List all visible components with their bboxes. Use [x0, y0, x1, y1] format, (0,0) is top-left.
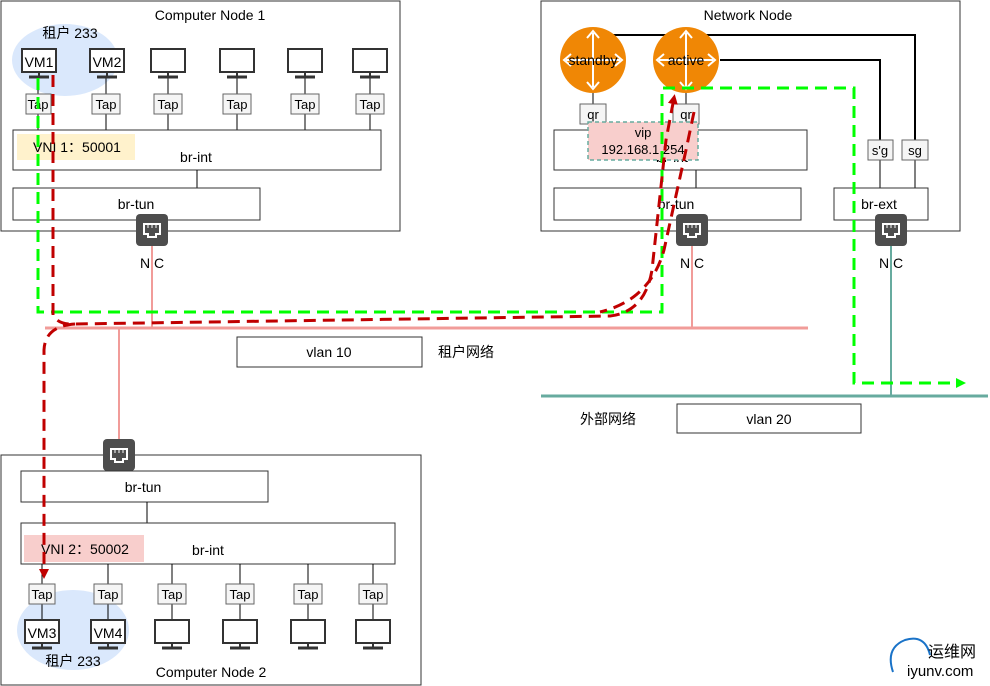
network-br-tun-label: br-tun — [658, 196, 695, 212]
node1-tenant-label: 租户 233 — [42, 25, 97, 41]
router-active-label: active — [668, 52, 705, 68]
vip-label: vip — [635, 125, 652, 140]
vip-box[interactable] — [587, 121, 699, 161]
vm-monitor-icon[interactable] — [149, 47, 187, 79]
tap-label: Tap — [298, 587, 319, 602]
vm2-label: VM2 — [93, 54, 122, 70]
network-node: Network Node standby active qr — [540, 0, 961, 271]
vm-monitor-icon[interactable] — [354, 618, 392, 650]
computer-node-1: Computer Node 1 租户 233 VM1 VM2 Tap Tap T… — [0, 0, 401, 271]
east-west-traffic-path-to-vm3 — [39, 322, 76, 579]
tap-label: Tap — [96, 97, 117, 112]
tap-label: Tap — [227, 97, 248, 112]
vm1-label: VM1 — [25, 54, 54, 70]
sg-label: sg — [908, 143, 922, 158]
router-standby-label: standby — [568, 52, 617, 68]
external-vlan-box[interactable] — [676, 403, 862, 434]
network-node-title: Network Node — [704, 7, 793, 23]
node2-title: Computer Node 2 — [156, 664, 267, 680]
vm3-label: VM3 — [28, 625, 57, 641]
external-traffic-path — [36, 78, 966, 388]
node1-br-int-label: br-int — [180, 149, 212, 165]
vm-monitor-icon[interactable] — [286, 47, 324, 79]
tenant-network-label: 租户网络 — [438, 344, 494, 360]
tenant-vlan-box[interactable] — [236, 336, 423, 368]
vm4-label: VM4 — [94, 625, 123, 641]
external-network-label: 外部网络 — [580, 411, 636, 427]
computer-node-2: Computer Node 2 br-tun VNI 2：50002 br-in… — [0, 438, 422, 686]
tap-label: Tap — [363, 587, 384, 602]
watermark-en: iyunv.com — [907, 663, 973, 680]
tap-label: Tap — [158, 97, 179, 112]
vm-monitor-icon[interactable] — [221, 618, 259, 650]
tap-label: Tap — [360, 97, 381, 112]
node1-br-tun-label: br-tun — [118, 196, 155, 212]
node2-br-tun-label: br-tun — [125, 479, 162, 495]
sg-port-2 — [901, 139, 929, 161]
tap-label: Tap — [162, 587, 183, 602]
node2-br-tun[interactable] — [20, 470, 269, 503]
vm-monitor-icon[interactable] — [153, 618, 191, 650]
watermark: 运维网 iyunv.com — [889, 637, 976, 680]
vni2-label: VNI 2：50002 — [41, 541, 129, 557]
node1-taps: Tap Tap Tap Tap Tap Tap — [25, 93, 385, 115]
tap-label: Tap — [32, 587, 53, 602]
node1-title: Computer Node 1 — [155, 7, 266, 23]
vm-monitor-icon[interactable] — [218, 47, 256, 79]
qr-label: qr — [680, 107, 692, 122]
vip-address: 192.168.1.254 — [601, 142, 684, 157]
external-network: vlan 20 外部网络 — [541, 246, 988, 434]
node2-tenant-label: 租户 233 — [45, 653, 100, 669]
watermark-cn: 运维网 — [928, 643, 976, 661]
node2-taps: Tap Tap Tap Tap Tap Tap — [28, 583, 388, 605]
vni1-label: VNI 1：50001 — [33, 139, 121, 155]
tap-label: Tap — [230, 587, 251, 602]
router-standby[interactable]: standby — [560, 27, 626, 93]
br-ext-label: br-ext — [861, 196, 897, 212]
qr-label: qr — [587, 107, 599, 122]
node1-nic-icon — [135, 213, 169, 247]
network-nic-icon — [675, 213, 709, 247]
vm-monitor-icon[interactable] — [351, 47, 389, 79]
external-nic-icon — [874, 213, 908, 247]
tenant-highlight-node2 — [17, 590, 129, 670]
router-return-path — [599, 111, 696, 314]
sg-port-1 — [867, 139, 894, 161]
watermark-logo-icon — [889, 637, 931, 673]
external-vlan-label: vlan 20 — [746, 411, 791, 427]
tap-label: Tap — [98, 587, 119, 602]
tap-label: Tap — [295, 97, 316, 112]
node2-br-int-label: br-int — [192, 542, 224, 558]
tenant-network: vlan 10 租户网络 — [45, 246, 808, 440]
tenant-vlan-label: vlan 10 — [306, 344, 351, 360]
vm-monitor-icon[interactable] — [289, 618, 327, 650]
router-active[interactable]: active — [653, 27, 719, 93]
node2-nic-icon — [102, 438, 136, 472]
sg-label: s'g — [872, 143, 888, 158]
